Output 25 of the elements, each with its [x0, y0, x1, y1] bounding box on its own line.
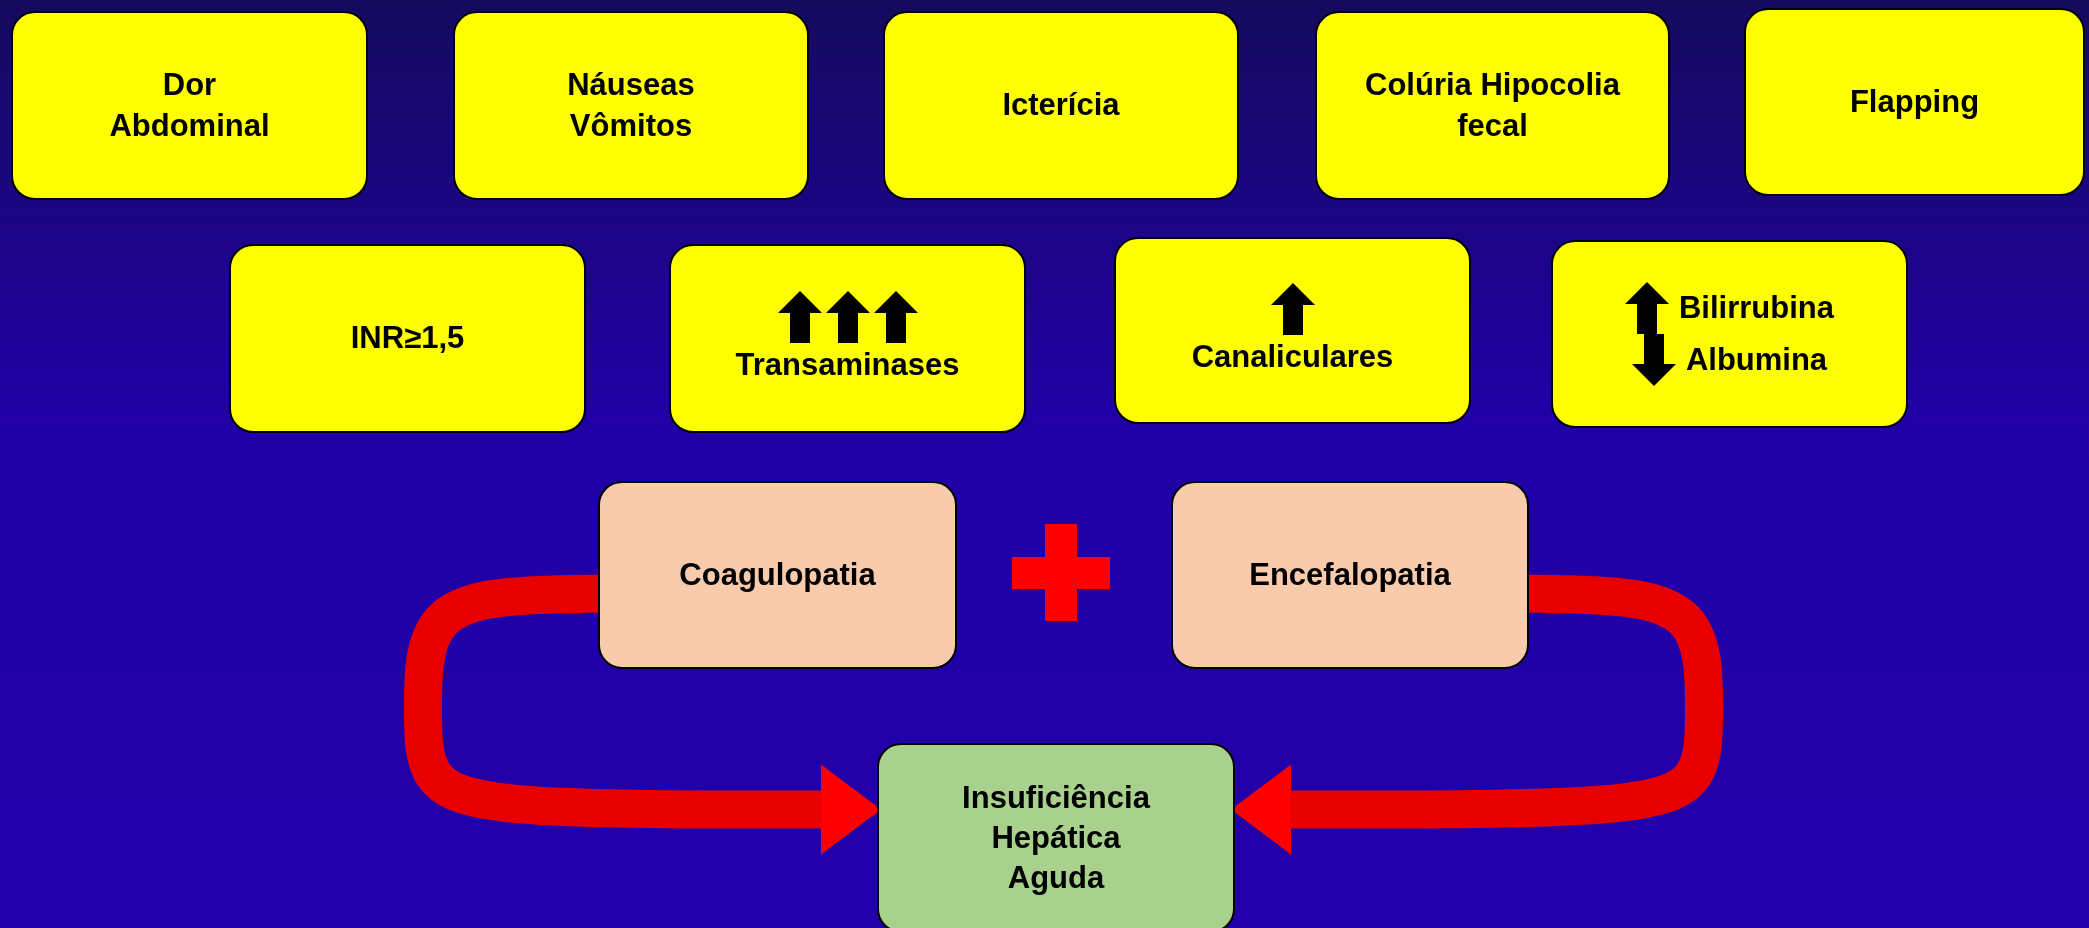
symptom-box	[11, 11, 368, 200]
box-label: Colúria Hipocolia fecal	[1364, 66, 1622, 145]
criterion-box	[598, 481, 957, 669]
lab-finding-box	[1114, 237, 1471, 424]
box-label: Icterícia	[1002, 86, 1120, 125]
symptom-box	[883, 11, 1239, 200]
symptom-box	[1315, 11, 1670, 200]
symptom-box	[1744, 8, 2085, 196]
box-label: Transaminases	[735, 346, 960, 385]
lab-finding-box	[1551, 240, 1908, 428]
box-label: Náuseas Vômitos	[566, 66, 696, 145]
box-label: Flapping	[1849, 82, 1980, 121]
lab-finding-box	[669, 244, 1026, 433]
lab-finding-box	[229, 244, 586, 433]
diagnosis-box	[877, 743, 1235, 928]
box-label: Dor Abdominal	[108, 66, 271, 145]
box-label: Encefalopatia	[1249, 555, 1451, 594]
box-label: Bilirrubina	[1679, 288, 1834, 327]
box-label: Coagulopatia	[679, 555, 876, 594]
box-label: Insuficiência Hepática Aguda	[961, 778, 1152, 898]
box-label: INR≥1,5	[350, 319, 465, 358]
symptom-box	[453, 11, 809, 200]
box-label: Albumina	[1685, 340, 1828, 379]
box-label: Canaliculares	[1191, 338, 1394, 377]
criterion-box	[1171, 481, 1529, 669]
